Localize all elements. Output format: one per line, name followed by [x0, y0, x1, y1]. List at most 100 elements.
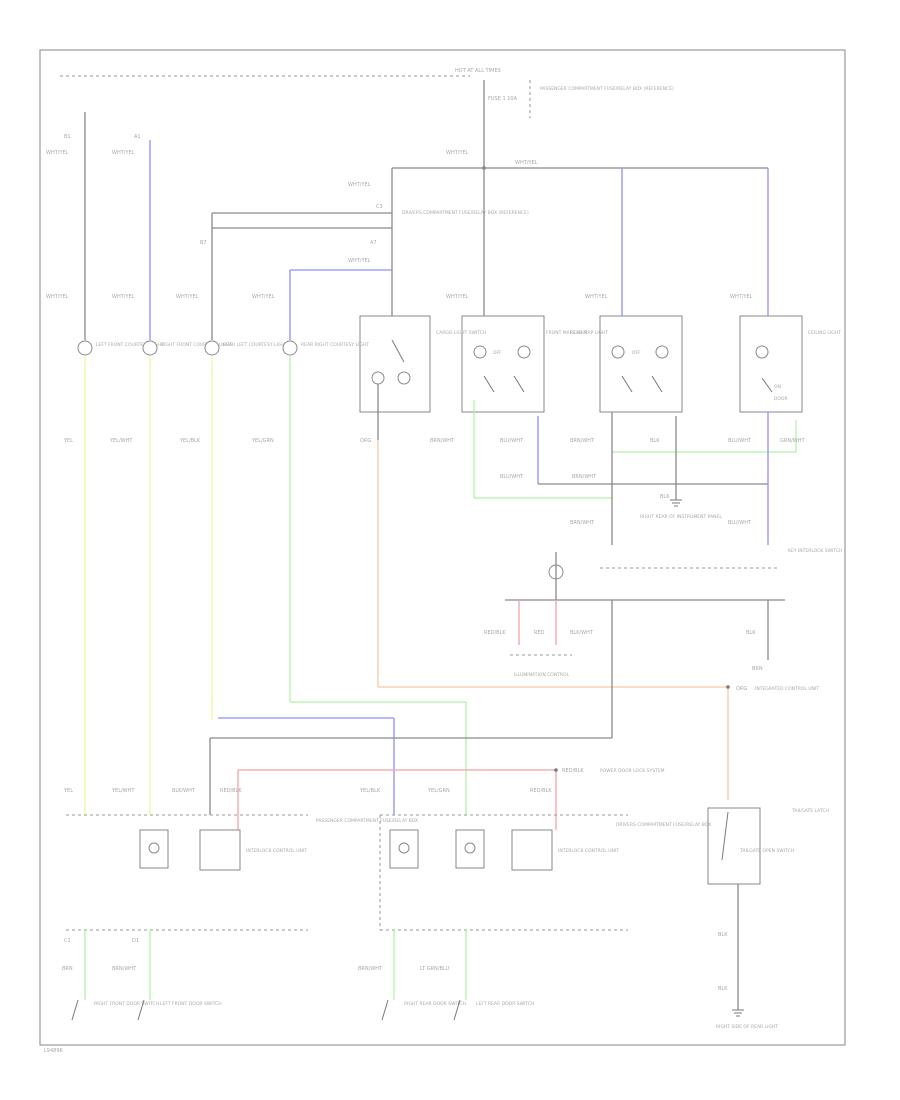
rear-right-courtesy-lamp: REAR RIGHT COURTESY LIGHT [282, 340, 369, 356]
left-dash-light-3 [455, 829, 485, 869]
brn-wht-3: BRN/WHT [572, 474, 597, 480]
illum-ctrl-label: ILLUMINATION CONTROL [514, 672, 570, 678]
wht-yel-3: WHT/YEL [446, 294, 469, 300]
svg-text:CARGO LIGHT SWITCH: CARGO LIGHT SWITCH [436, 330, 486, 336]
brn-wht-6: BRN/WHT [358, 966, 383, 972]
yel-blk-2: YEL/BLK [359, 788, 381, 794]
left-front-courtesy-lamp: LEFT FRONT COURTESY LIGHT [77, 340, 164, 356]
svg-text:ON: ON [774, 384, 781, 390]
svg-text:INTERLOCK CONTROL UNIT: INTERLOCK CONTROL UNIT [246, 848, 307, 854]
right-rear-door-switch: RIGHT REAR DOOR SWITCH [381, 999, 466, 1021]
diagram-code: L94896 [44, 1048, 63, 1054]
blk-3: BLK [746, 630, 756, 636]
grn-1: GRN/WHT [780, 438, 805, 444]
lt-grn-blu: LT GRN/BLU [420, 966, 449, 972]
brn-wht-1: BRN/WHT [430, 438, 455, 444]
wht-yel-2: WHT/YEL [348, 258, 371, 264]
ground-desc: RIGHT REAR OF INSTRUMENT PANEL [640, 514, 722, 520]
blk-1: BLK [650, 438, 660, 444]
left-rear-door-switch: LEFT REAR DOOR SWITCH [453, 999, 534, 1021]
svg-text:LEFT FRONT COURTESY LIGHT: LEFT FRONT COURTESY LIGHT [96, 342, 164, 348]
fuse-feed-color: WHT/YEL [446, 150, 469, 156]
svg-text:RIGHT FRONT DOOR SWITCH: RIGHT FRONT DOOR SWITCH [94, 1001, 159, 1007]
right-front-courtesy-lamp: RIGHT FRONT COURTESY LIGHT [142, 340, 232, 356]
blk-2: BLK [660, 494, 670, 500]
pwr-door-splice [554, 768, 558, 772]
junction-desc: DRIVERS COMPARTMENT FUSE/RELAY BOX (REFE… [402, 210, 529, 216]
fuse-box-label: PASSENGER COMPARTMENT FUSE/RELAY BOX (RE… [540, 86, 674, 92]
yel-wht-2: YEL/WHT [111, 788, 135, 794]
pin-b7: B7 [200, 240, 207, 246]
svg-text:TAILGATE OPEN SWITCH: TAILGATE OPEN SWITCH [739, 848, 794, 854]
wht-yel-4: WHT/YEL [585, 294, 608, 300]
hot-at-all-times-label: HOT AT ALL TIMES [455, 68, 501, 74]
wht-yel-8: WHT/YEL [46, 294, 69, 300]
left-front-door-switch: LEFT FRONT DOOR SWITCH [137, 999, 222, 1021]
red-blk-3: RED/BLK [220, 788, 242, 794]
svg-text:TAILGATE LATCH: TAILGATE LATCH [791, 808, 829, 814]
ground-symbol-right [732, 1009, 744, 1017]
brn-wht-5: BRN/WHT [112, 966, 137, 972]
drivers-box-label: DRIVERS COMPARTMENT FUSE/RELAY BOX [616, 822, 711, 828]
pin-a1: A1 [134, 134, 141, 140]
yel-wht-label: YEL/WHT [109, 438, 133, 444]
svg-text:LEFT REAR DOOR SWITCH: LEFT REAR DOOR SWITCH [476, 1001, 534, 1007]
left-dash-light-2 [389, 829, 419, 869]
brn-wht-4: BRN/WHT [570, 520, 595, 526]
yel-grn-2: YEL/GRN [427, 788, 450, 794]
red-blk-4: RED/BLK [530, 788, 552, 794]
integrated-ctrl-label: INTEGRATED CONTROL UNIT [755, 686, 819, 692]
pin-b1: B1 [64, 134, 71, 140]
brn-wht-2: BRN/WHT [570, 438, 595, 444]
right-front-door-switch: RIGHT FRONT DOOR SWITCH [71, 999, 159, 1021]
blk-5: BLK [718, 986, 728, 992]
yel-grn-label: YEL/GRN [251, 438, 274, 444]
svg-text:INTERLOCK CONTROL UNIT: INTERLOCK CONTROL UNIT [558, 848, 619, 854]
ceiling-light: ON DOOR CEILING LIGHT [739, 315, 841, 413]
interlock-unit-2: INTERLOCK CONTROL UNIT [511, 829, 619, 871]
diagram-frame [39, 49, 846, 1046]
rear-left-courtesy-lamp: REAR LEFT COURTESY LIGHT [204, 340, 288, 356]
red-blk-label: RED/BLK [484, 630, 506, 636]
svg-text:RIGHT REAR DOOR SWITCH: RIGHT REAR DOOR SWITCH [404, 1001, 466, 1007]
wht-yel-5: WHT/YEL [730, 294, 753, 300]
svg-text:REAR RIGHT COURTESY LIGHT: REAR RIGHT COURTESY LIGHT [301, 342, 369, 348]
power-door-label: POWER DOOR LOCK SYSTEM [600, 768, 665, 774]
key-interlock-label: KEY INTERLOCK SWITCH [788, 548, 842, 554]
blu-wht-2: BLU/WHT [728, 438, 752, 444]
rear-map-light: OFF REAR MAP LIGHT [570, 315, 683, 413]
red-label: RED [534, 630, 545, 636]
blk-4: BLK [718, 932, 728, 938]
pin-d1: D1 [132, 938, 139, 944]
ground-symbol-mid [670, 499, 682, 507]
wht-yel-11: WHT/YEL [252, 294, 275, 300]
cargo-light-switch: CARGO LIGHT SWITCH [359, 315, 486, 413]
yel-2: YEL [63, 788, 73, 794]
wht-yel-6: WHT/YEL [46, 150, 69, 156]
svg-text:REAR MAP LIGHT: REAR MAP LIGHT [570, 330, 608, 336]
svg-text:OFF: OFF [493, 350, 502, 356]
org-label-2: ORG [736, 686, 747, 692]
top-feed-color: WHT/YEL [515, 160, 538, 166]
tailgate-latch: TAILGATE OPEN SWITCH TAILGATE LATCH [707, 807, 829, 885]
brn-label: BRN [752, 666, 763, 672]
wht-yel-7: WHT/YEL [112, 150, 135, 156]
yel-blk-label: YEL/BLK [179, 438, 201, 444]
svg-text:REAR LEFT COURTESY LIGHT: REAR LEFT COURTESY LIGHT [223, 342, 288, 348]
blk-wht-2: BLK/WHT [172, 788, 196, 794]
blu-wht-4: BLU/WHT [728, 520, 752, 526]
brn-2: BRN [62, 966, 73, 972]
front-map-light: OFF FRONT MAP LIGHT [461, 315, 588, 413]
left-dash-light-1 [139, 829, 169, 869]
pin-c3: C3 [376, 204, 383, 210]
wht-yel-1: WHT/YEL [348, 182, 371, 188]
org-label: ORG [360, 438, 371, 444]
svg-text:CEILING LIGHT: CEILING LIGHT [808, 330, 841, 336]
svg-text:RIGHT FRONT COURTESY LIGHT: RIGHT FRONT COURTESY LIGHT [161, 342, 232, 348]
blu-wht-1: BLU/WHT [500, 438, 524, 444]
wht-yel-9: WHT/YEL [112, 294, 135, 300]
fuse-label: FUSE 1 10A [488, 96, 518, 102]
red-blk-2: RED/BLK [562, 768, 584, 774]
ground-right-label: RIGHT SIDE OF REAR LIGHT [716, 1024, 778, 1030]
